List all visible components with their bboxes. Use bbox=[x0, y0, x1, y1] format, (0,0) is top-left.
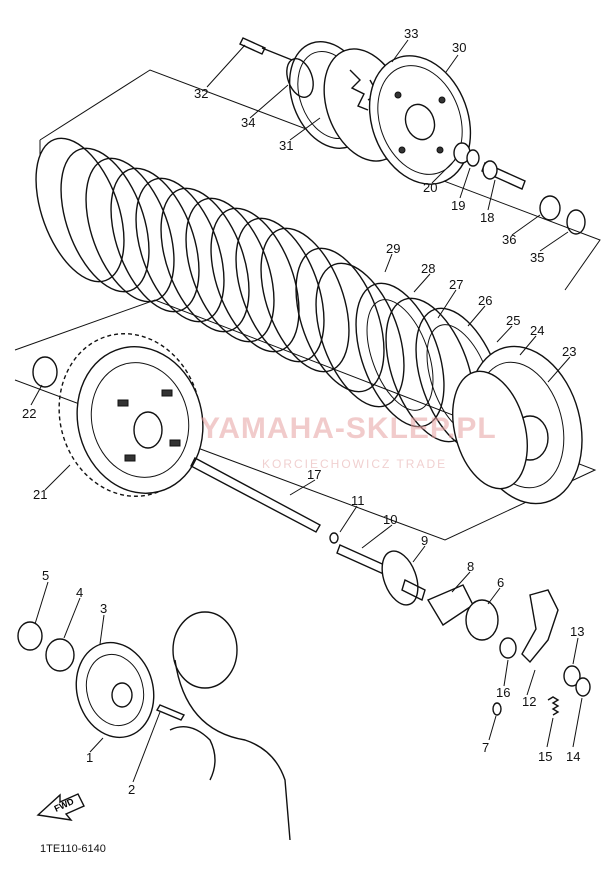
push-rod-assembly bbox=[190, 457, 426, 606]
callout-4: 4 bbox=[76, 585, 83, 600]
callout-8: 8 bbox=[467, 559, 474, 574]
callout-36: 36 bbox=[502, 232, 516, 247]
callout-22: 22 bbox=[22, 406, 36, 421]
callout-35: 35 bbox=[530, 250, 544, 265]
callout-11: 11 bbox=[351, 493, 365, 508]
callout-12: 12 bbox=[522, 694, 536, 709]
callout-15: 15 bbox=[538, 749, 552, 764]
callout-17: 17 bbox=[307, 467, 321, 482]
callout-33: 33 bbox=[404, 26, 418, 41]
callout-34: 34 bbox=[241, 115, 255, 130]
forward-direction-arrow: FWD bbox=[36, 793, 85, 821]
callout-23: 23 bbox=[562, 344, 576, 359]
callout-16: 16 bbox=[496, 685, 510, 700]
callout-30: 30 bbox=[452, 40, 466, 55]
watermark-main: YAMAHA-SKLEP.PL bbox=[200, 412, 497, 445]
callout-labels: 1 2 3 4 5 6 7 8 9 10 11 12 13 14 15 16 1… bbox=[22, 26, 584, 797]
callout-9: 9 bbox=[421, 533, 428, 548]
callout-29: 29 bbox=[386, 241, 400, 256]
primary-driven-gear bbox=[32, 333, 204, 497]
callout-32: 32 bbox=[194, 86, 208, 101]
callout-26: 26 bbox=[478, 293, 492, 308]
watermark: YAMAHA-SKLEP.PL KORCIECHOWICZ TRADE bbox=[200, 412, 497, 471]
callout-14: 14 bbox=[566, 749, 580, 764]
callout-13: 13 bbox=[570, 624, 584, 639]
leader-lines bbox=[30, 39, 583, 783]
clutch-boss bbox=[452, 345, 583, 505]
diagram-code: 1TE110-6140 bbox=[40, 843, 106, 855]
pressure-plate-assembly bbox=[239, 37, 586, 235]
group-box-clutch-hub bbox=[14, 299, 597, 541]
callout-18: 18 bbox=[480, 210, 494, 225]
callout-24: 24 bbox=[530, 323, 544, 338]
callout-7: 7 bbox=[482, 740, 489, 755]
callout-10: 10 bbox=[383, 512, 397, 527]
callout-31: 31 bbox=[279, 138, 293, 153]
callout-21: 21 bbox=[33, 487, 47, 502]
clutch-plate-stack bbox=[35, 137, 505, 453]
callout-20: 20 bbox=[423, 180, 437, 195]
callout-6: 6 bbox=[497, 575, 504, 590]
callout-3: 3 bbox=[100, 601, 107, 616]
oil-pump-drive-assembly bbox=[17, 584, 591, 841]
callout-27: 27 bbox=[449, 277, 463, 292]
callout-1: 1 bbox=[86, 750, 93, 765]
watermark-sub: KORCIECHOWICZ TRADE bbox=[262, 457, 447, 471]
callout-2: 2 bbox=[128, 782, 135, 797]
callout-25: 25 bbox=[506, 313, 520, 328]
callout-5: 5 bbox=[42, 568, 49, 583]
callout-28: 28 bbox=[421, 261, 435, 276]
callout-19: 19 bbox=[451, 198, 465, 213]
